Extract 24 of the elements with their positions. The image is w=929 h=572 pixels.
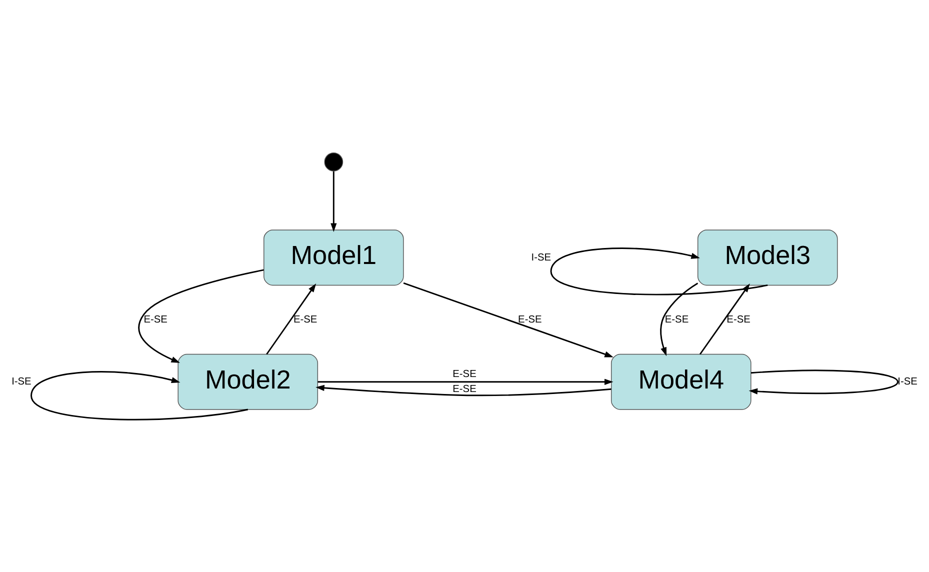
node-box: Model1 bbox=[264, 229, 404, 286]
arrow bbox=[318, 378, 614, 384]
edge-label: E-SE bbox=[664, 314, 689, 325]
edge-label: E-SE bbox=[452, 368, 476, 380]
edge-label: E-SE bbox=[726, 314, 750, 325]
edge-label: I-SE bbox=[898, 376, 918, 388]
arrow bbox=[748, 369, 898, 394]
edge-label: E-SE bbox=[293, 314, 318, 325]
edge-label: E-SE bbox=[452, 384, 476, 395]
arrow bbox=[699, 282, 750, 354]
edge-label: E-SE bbox=[518, 314, 542, 325]
arrow bbox=[266, 282, 316, 354]
edge-label: I-SE bbox=[12, 376, 32, 388]
node-circle bbox=[324, 152, 344, 171]
arrow bbox=[316, 384, 612, 396]
arrow bbox=[403, 282, 614, 357]
arrow bbox=[330, 170, 337, 232]
node-box: Model2 bbox=[178, 353, 318, 410]
arrow bbox=[660, 282, 698, 356]
node-box: Model3 bbox=[697, 229, 838, 286]
edge-label: I-SE bbox=[531, 252, 552, 263]
edge-label: E-SE bbox=[144, 314, 168, 325]
node-box: Model4 bbox=[610, 353, 752, 410]
arrow bbox=[138, 268, 264, 362]
